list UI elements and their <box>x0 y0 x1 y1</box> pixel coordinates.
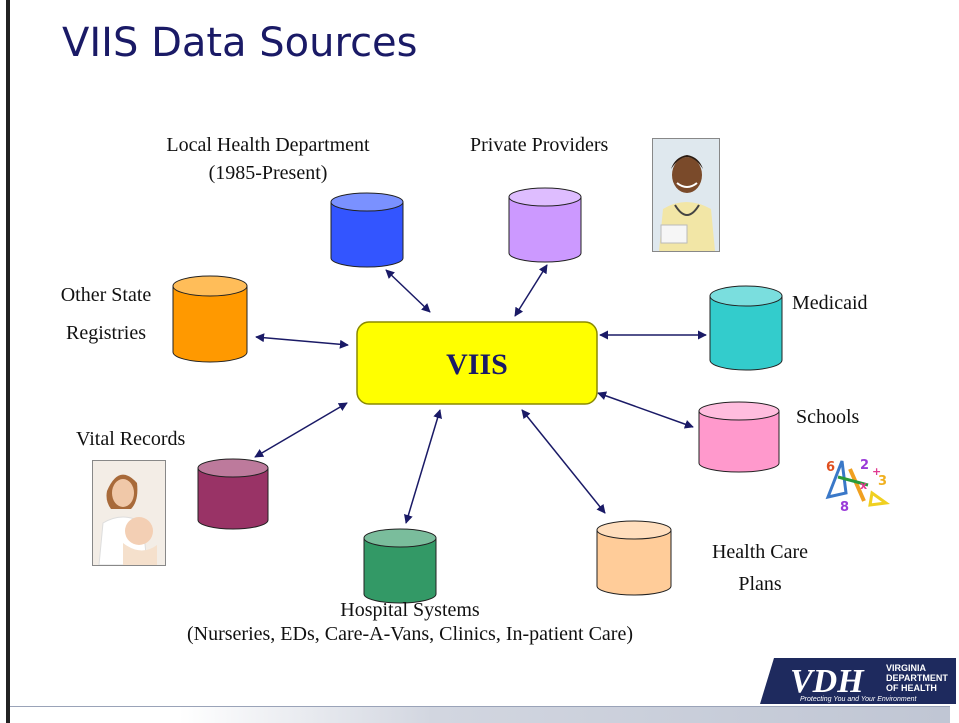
label-line: Plans <box>738 573 782 595</box>
label-line: (Nurseries, EDs, Care-A-Vans, Clinics, I… <box>187 623 633 645</box>
label-line: Registries <box>66 322 146 344</box>
label-medicaid: Medicaid <box>792 289 892 317</box>
cylinder-body <box>698 410 780 473</box>
cylinder-health-care-plans <box>596 520 672 596</box>
cylinder-private-providers <box>508 187 582 263</box>
label-hospital-systems: Hospital Systems (Nurseries, EDs, Care-A… <box>140 598 680 646</box>
label-line: Health Care <box>711 541 809 563</box>
svg-text:2: 2 <box>860 458 869 473</box>
cylinder-body <box>709 295 783 371</box>
footer-divider <box>10 706 950 707</box>
cylinder-medicaid <box>709 285 783 371</box>
label-health-care-plans: Health Care Plans <box>690 538 830 598</box>
cylinder-top <box>508 187 582 207</box>
label-other-state-registries: Other State Registries <box>46 281 166 347</box>
label-line: Private Providers <box>470 134 609 156</box>
label-line: Local Health Department <box>166 134 370 156</box>
cylinder-top <box>172 275 248 297</box>
mother-baby-photo <box>92 460 166 566</box>
cylinder-body <box>172 285 248 363</box>
connector-hospital-systems <box>404 409 442 524</box>
cylinder-body <box>596 529 672 596</box>
label-line: (1985-Present) <box>208 162 328 184</box>
logo-line2: DEPARTMENT <box>886 673 948 683</box>
slide-title: VIIS Data Sources <box>62 20 418 66</box>
vdh-logo-graphic: VDH VIRGINIA DEPARTMENT OF HEALTH Protec… <box>760 658 956 704</box>
cylinder-top <box>330 192 404 212</box>
doctor-photo <box>652 138 720 252</box>
viis-hub: VIIS <box>356 321 598 405</box>
connector-local-health-department <box>385 269 431 313</box>
doctor-illustration <box>653 139 719 251</box>
cylinder-body <box>508 196 582 263</box>
mother-baby-illustration <box>93 461 165 565</box>
label-line: Hospital Systems <box>340 599 480 621</box>
connectors <box>254 264 707 524</box>
cylinder-top <box>709 285 783 307</box>
cylinder-body <box>330 201 404 268</box>
label-line: Medicaid <box>792 292 868 314</box>
svg-text:x: x <box>860 479 867 492</box>
label-schools: Schools <box>796 403 896 431</box>
svg-text:3: 3 <box>878 474 887 489</box>
logo-line1: VIRGINIA <box>886 663 927 673</box>
logo-tagline: Protecting You and Your Environment <box>800 696 918 703</box>
connector-other-state-registries <box>255 333 349 349</box>
left-border-bar <box>6 0 10 723</box>
cylinder-body <box>363 537 437 604</box>
label-line: Other State <box>60 284 152 306</box>
footer-gradient-bar <box>10 707 950 723</box>
cylinder-top <box>596 520 672 540</box>
cylinder-hospital-systems <box>363 528 437 604</box>
label-line: Schools <box>796 406 860 428</box>
connector-vital-records <box>254 402 348 458</box>
math-clipart-icon: 6 2 + 3 x 8 <box>825 458 890 515</box>
viis-hub-label: VIIS <box>446 348 508 381</box>
cylinder-body <box>197 467 269 530</box>
svg-text:6: 6 <box>826 460 835 475</box>
cylinder-vital-records <box>197 458 269 530</box>
viis-hub-box <box>356 321 598 405</box>
cylinder-local-health-department <box>330 192 404 268</box>
label-vital-records: Vital Records <box>76 425 216 453</box>
logo-letters: VDH <box>790 663 865 700</box>
connector-health-care-plans <box>521 409 606 514</box>
connector-private-providers <box>514 264 548 317</box>
label-line: Vital Records <box>76 428 186 450</box>
cylinder-top <box>698 401 780 421</box>
logo-line3: OF HEALTH <box>886 683 937 693</box>
svg-text:+: + <box>872 465 881 478</box>
cylinder-schools <box>698 401 780 473</box>
label-private-providers: Private Providers <box>470 131 640 159</box>
vdh-logo: VDH VIRGINIA DEPARTMENT OF HEALTH Protec… <box>760 658 956 704</box>
cylinder-top <box>363 528 437 548</box>
label-local-health-department: Local Health Department (1985-Present) <box>148 131 388 187</box>
cylinder-other-state-registries <box>172 275 248 363</box>
connector-schools <box>597 391 694 429</box>
svg-text:8: 8 <box>840 500 849 515</box>
cylinder-top <box>197 458 269 478</box>
